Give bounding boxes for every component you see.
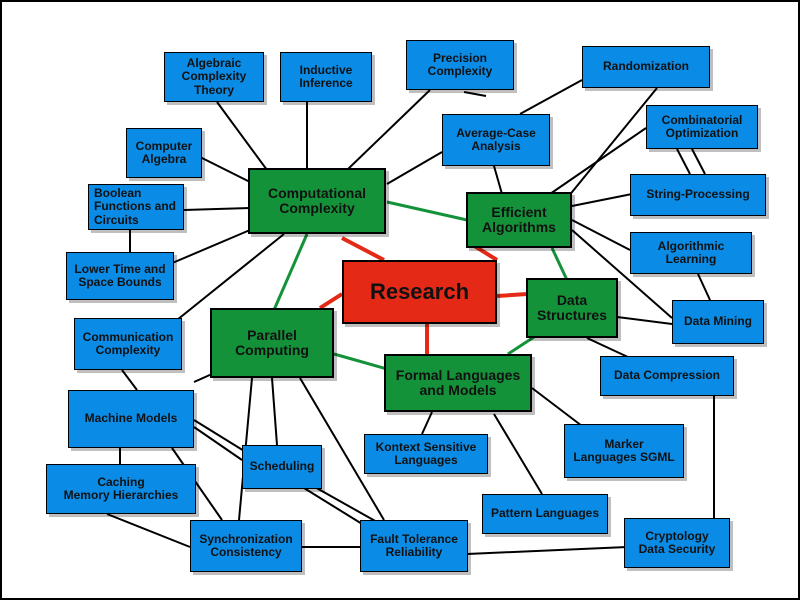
node-machine-models[interactable]: Machine Models — [68, 390, 194, 448]
link-complexity-boolean — [183, 207, 251, 211]
link-research-parallel-red — [318, 292, 344, 310]
link-formal-kontext — [421, 411, 433, 435]
link-parallel-machine — [193, 373, 213, 383]
link-caching-synchronization — [106, 513, 191, 548]
link-complexity-computer-algebra — [193, 153, 251, 183]
node-caching[interactable]: Caching Memory Hierarchies — [46, 464, 196, 514]
link-complexity-algorithms-green — [386, 200, 468, 222]
node-combinatorial-optimization[interactable]: Combinatorial Optimization — [646, 105, 758, 149]
link-fault-cryptology — [466, 546, 628, 555]
node-algorithmic-learning[interactable]: Algorithmic Learning — [630, 232, 752, 274]
link-averagecase-algorithms — [493, 165, 503, 195]
link-algorithms-learning — [571, 219, 631, 251]
node-inductive-inference[interactable]: Inductive Inference — [280, 52, 372, 102]
link-datastructures-formal-green — [507, 333, 538, 356]
node-marker-languages[interactable]: Marker Languages SGML — [564, 424, 684, 478]
node-efficient-algorithms[interactable]: Efficient Algorithms — [466, 192, 572, 248]
node-synchronization[interactable]: Synchronization Consistency — [190, 520, 302, 572]
node-data-structures[interactable]: Data Structures — [526, 278, 618, 338]
link-learning-datamining — [697, 273, 711, 301]
link-machine-scheduling — [193, 426, 243, 461]
link-complexity-lowerbounds — [169, 229, 251, 265]
node-precision-complexity[interactable]: Precision Complexity — [406, 40, 514, 90]
link-combinatorial-algorithms — [549, 127, 647, 195]
link-algorithms-string — [571, 193, 633, 207]
node-computational-complexity[interactable]: Computational Complexity — [248, 168, 386, 234]
link-research-datastructures-red — [496, 292, 528, 298]
node-kontext-sensitive-languages[interactable]: Kontext Sensitive Languages — [364, 434, 488, 474]
node-data-mining[interactable]: Data Mining — [672, 300, 764, 344]
node-formal-languages[interactable]: Formal Languages and Models — [384, 354, 532, 412]
node-boolean-functions[interactable]: Boolean Functions and Circuits — [88, 184, 184, 230]
node-research[interactable]: Research — [342, 260, 497, 324]
link-precision-tail — [463, 91, 487, 97]
link-complexity-parallel-green — [272, 233, 309, 311]
node-data-compression[interactable]: Data Compression — [600, 356, 734, 396]
node-pattern-languages[interactable]: Pattern Languages — [482, 494, 608, 534]
link-parallel-formal-green — [333, 352, 388, 371]
link-formal-pattern — [493, 413, 543, 495]
link-formal-marker — [531, 387, 583, 427]
node-string-processing[interactable]: String-Processing — [630, 174, 766, 216]
node-average-case-analysis[interactable]: Average-Case Analysis — [442, 114, 550, 166]
link-complexity-precision — [346, 89, 431, 171]
link-complexity-algebraic — [216, 101, 268, 171]
link-randomization-averagecase — [519, 79, 583, 115]
node-fault-tolerance[interactable]: Fault Tolerance Reliability — [360, 520, 468, 572]
link-combinatorial-string-a — [676, 148, 691, 175]
node-computer-algebra[interactable]: Computer Algebra — [126, 128, 202, 178]
link-parallel-fault — [299, 377, 385, 521]
link-randomization-algorithms — [567, 87, 658, 198]
node-parallel-computing[interactable]: Parallel Computing — [210, 308, 334, 378]
node-communication-complexity[interactable]: Communication Complexity — [74, 318, 182, 370]
node-scheduling[interactable]: Scheduling — [242, 445, 322, 489]
link-datastructures-compression — [586, 337, 631, 359]
node-cryptology[interactable]: Cryptology Data Security — [624, 518, 730, 568]
link-research-complexity-red — [341, 236, 385, 262]
link-complexity-communication — [171, 233, 285, 325]
node-algebraic-complexity[interactable]: Algebraic Complexity Theory — [164, 52, 264, 102]
node-lower-bounds[interactable]: Lower Time and Space Bounds — [66, 252, 174, 300]
link-complexity-averagecase — [386, 151, 443, 185]
link-datastructures-datamining — [616, 316, 673, 325]
link-parallel-scheduling — [271, 377, 278, 446]
link-algorithms-datastructures-green — [550, 247, 569, 281]
link-algorithms-datamining — [571, 229, 673, 319]
link-machine-synchronization — [171, 447, 223, 521]
link-communication-machine — [121, 369, 138, 391]
link-combinatorial-string-b — [691, 148, 706, 175]
node-randomization[interactable]: Randomization — [582, 46, 710, 88]
